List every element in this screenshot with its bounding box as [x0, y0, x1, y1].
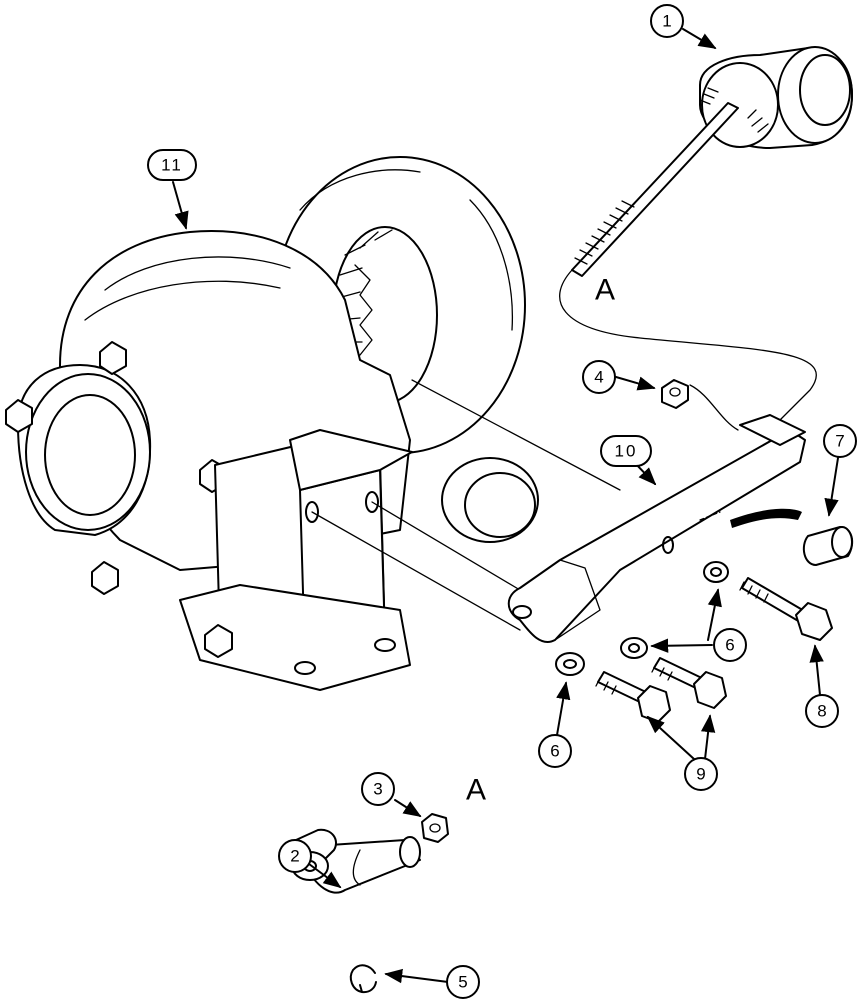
- washer-part-6-lower: [555, 652, 585, 676]
- callout-5: 5: [446, 965, 480, 999]
- svg-text:10: 10: [615, 442, 638, 461]
- callout-1: 1: [650, 4, 684, 38]
- bolt-part-8: [739, 577, 833, 641]
- bolt-part-9-a: [651, 657, 727, 709]
- reference-letter-a-rod-end: A: [466, 774, 486, 807]
- turbocharger: [5, 156, 621, 691]
- bolt-part-9-b: [595, 671, 671, 723]
- leader-arrows: [172, 28, 839, 984]
- callout-9: 9: [684, 757, 718, 791]
- turbine-housing: [5, 230, 621, 691]
- rod-end-part-2: [291, 828, 421, 894]
- callout-6-right: 6: [713, 628, 747, 662]
- svg-text:6: 6: [725, 636, 734, 655]
- svg-text:2: 2: [290, 847, 299, 866]
- svg-text:1: 1: [662, 12, 671, 31]
- callout-4: 4: [582, 360, 616, 394]
- svg-text:7: 7: [835, 432, 844, 451]
- callout-8: 8: [805, 694, 839, 728]
- wastegate-actuator: [559, 46, 853, 421]
- nut-part-4: [661, 379, 689, 409]
- callout-11: 11: [147, 149, 197, 181]
- spacer-part-7: [802, 526, 854, 566]
- wastegate-lever: [507, 384, 806, 643]
- svg-text:8: 8: [817, 702, 826, 721]
- svg-text:6: 6: [550, 742, 559, 761]
- svg-text:5: 5: [458, 973, 467, 992]
- svg-text:9: 9: [696, 765, 705, 784]
- callout-7: 7: [823, 424, 857, 458]
- svg-text:3: 3: [373, 780, 382, 799]
- callout-3: 3: [361, 772, 395, 806]
- callout-2: 2: [278, 839, 312, 873]
- reference-letter-a-actuator: A: [595, 274, 615, 307]
- callout-6-left: 6: [538, 734, 572, 768]
- nut-part-3: [421, 813, 449, 843]
- svg-text:11: 11: [161, 156, 183, 175]
- clip-part-5: [349, 964, 377, 994]
- washer-part-6-upper: [703, 561, 729, 583]
- callout-10: 10: [600, 435, 652, 467]
- washer-part-6-middle: [620, 637, 648, 659]
- svg-text:4: 4: [594, 368, 603, 387]
